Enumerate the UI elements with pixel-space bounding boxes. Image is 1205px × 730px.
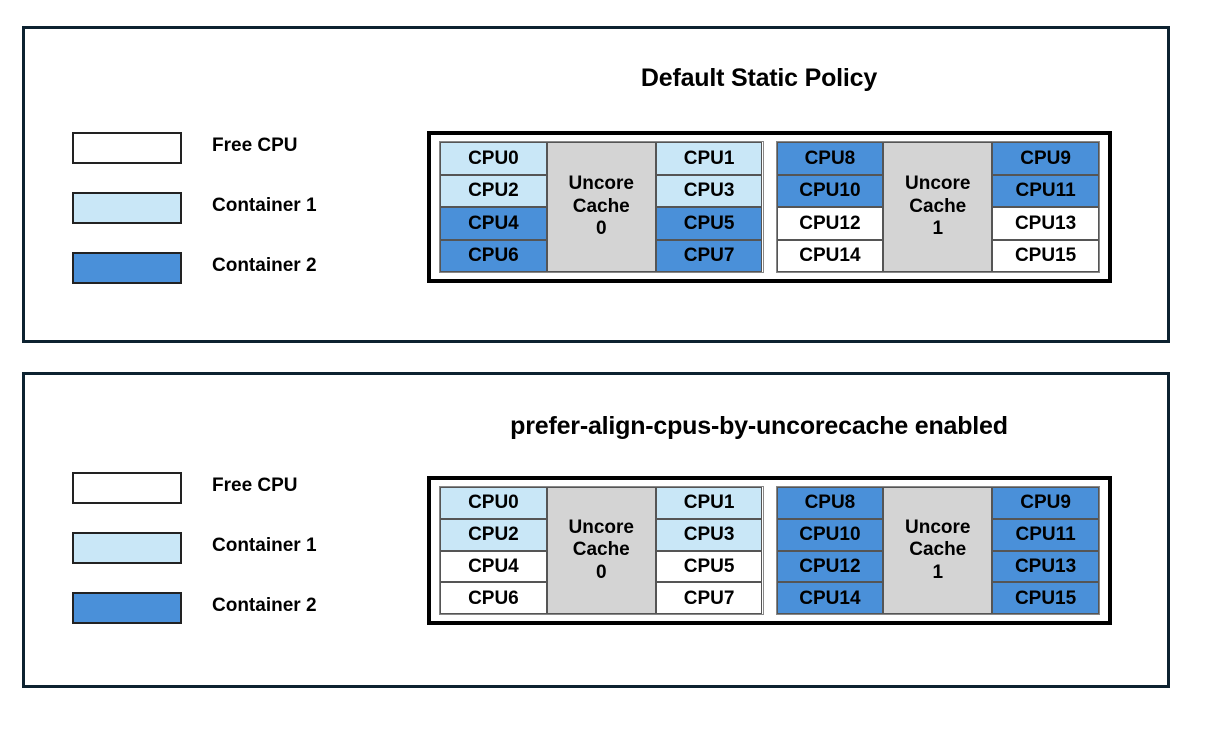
cpu-cell-cpu11: CPU11 (992, 518, 1099, 551)
uncore-cache-text-line: 1 (932, 561, 944, 583)
cpu-cell-cpu10: CPU10 (776, 174, 884, 207)
uncore-cache-text-line: 0 (595, 218, 607, 240)
cpu-cell-cpu14: CPU14 (776, 239, 884, 272)
uncore-cache-text-line: Uncore (568, 516, 634, 538)
legend-swatch-container-1 (72, 192, 182, 224)
cpu-cell-cpu5: CPU5 (655, 550, 763, 583)
cpu-cell-cpu14: CPU14 (776, 582, 884, 614)
uncore-cache-text-line: Cache (909, 195, 967, 217)
cpu-cell-cpu5: CPU5 (655, 207, 763, 240)
cpu-cell-cpu6: CPU6 (440, 239, 547, 272)
legend-row: Container 2 (72, 565, 402, 625)
cpu-cell-cpu15: CPU15 (992, 582, 1099, 614)
cpu-cell-cpu9: CPU9 (992, 142, 1099, 175)
legend-swatch-container-1 (72, 532, 182, 564)
legend-swatch-container-2 (72, 592, 182, 624)
legend-label-container-1: Container 1 (212, 195, 317, 216)
cpu-cell-cpu8: CPU8 (776, 487, 884, 519)
cpu-cell-cpu2: CPU2 (440, 174, 547, 207)
legend-swatch-container-2 (72, 252, 182, 284)
uncore-cache-text-line: Uncore (905, 516, 971, 538)
cpu-cell-cpu13: CPU13 (992, 550, 1099, 583)
legend-label-container-2: Container 2 (212, 595, 317, 616)
cpu-cell-cpu6: CPU6 (440, 582, 547, 614)
cpu-cell-cpu3: CPU3 (655, 518, 763, 551)
legend-label-free-cpu: Free CPU (212, 135, 298, 156)
legend-row: Container 1 (72, 165, 402, 225)
legend-row: Free CPU (72, 105, 402, 165)
cpu-cell-cpu3: CPU3 (655, 174, 763, 207)
cpu-cell-cpu13: CPU13 (992, 207, 1099, 240)
uncore-cache-text-line: 0 (595, 561, 607, 583)
legend-label-container-1: Container 1 (212, 535, 317, 556)
cpu-cell-cpu4: CPU4 (440, 207, 547, 240)
cpu-cell-cpu0: CPU0 (440, 142, 547, 175)
page-title-default-static-policy: Default Static Policy (640, 64, 878, 92)
cpu-cell-cpu7: CPU7 (655, 582, 763, 614)
legend-label-free-cpu: Free CPU (212, 475, 298, 496)
legend-prefer-align-cpus-by-uncorecache: Free CPU Container 1 Container 2 (72, 445, 402, 625)
cpu-cell-cpu2: CPU2 (440, 518, 547, 551)
legend-label-container-2: Container 2 (212, 255, 317, 276)
legend-default-static-policy: Free CPU Container 1 Container 2 (72, 105, 402, 285)
uncore-cache-text-line: Cache (572, 539, 630, 561)
cpu-cell-cpu12: CPU12 (776, 550, 884, 583)
legend-row: Free CPU (72, 445, 402, 505)
legend-swatch-free-cpu (72, 132, 182, 164)
legend-row: Container 2 (72, 225, 402, 285)
cpu-cell-cpu1: CPU1 (655, 487, 763, 519)
cpu-cell-cpu7: CPU7 (655, 239, 763, 272)
cpu-cell-cpu1: CPU1 (655, 142, 763, 175)
uncore-cache-text-line: Cache (909, 539, 967, 561)
legend-row: Container 1 (72, 505, 402, 565)
cpu-cell-cpu11: CPU11 (992, 174, 1099, 207)
cpu-cell-cpu8: CPU8 (776, 142, 884, 175)
uncore-cache-text-line: Uncore (905, 173, 971, 195)
cpu-cell-cpu10: CPU10 (776, 518, 884, 551)
uncore-cache-text-line: 1 (932, 218, 944, 240)
cpu-cell-cpu15: CPU15 (992, 239, 1099, 272)
legend-swatch-free-cpu (72, 472, 182, 504)
uncore-cache-text-line: Cache (572, 195, 630, 217)
cpu-cell-cpu4: CPU4 (440, 550, 547, 583)
cpu-cell-cpu12: CPU12 (776, 207, 884, 240)
cpu-cell-cpu9: CPU9 (992, 487, 1099, 519)
cpu-cell-cpu0: CPU0 (440, 487, 547, 519)
uncore-cache-text-line: Uncore (568, 173, 634, 195)
page-title-prefer-align-cpus-by-uncorecache: prefer-align-cpus-by-uncorecache enabled (510, 412, 1008, 440)
